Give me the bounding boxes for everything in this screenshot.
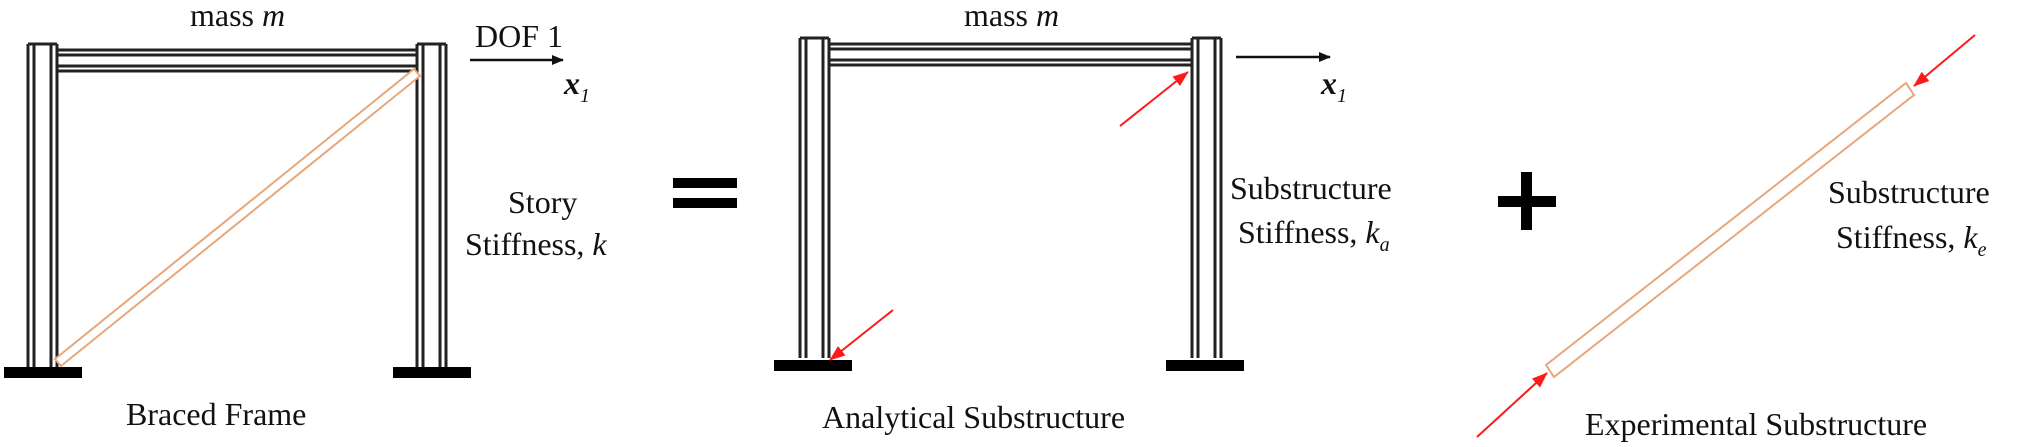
right-column [415, 42, 448, 368]
story-stiffness-label: Stiffness, k [465, 226, 607, 262]
diagonal-brace [53, 67, 422, 368]
force-arrow-bottom [829, 309, 894, 361]
analytical-left-base [774, 360, 852, 371]
analytical-stiffness-subscript: a [1380, 234, 1390, 256]
middle-mass-label: mass m [964, 0, 1059, 33]
experimental-stiffness-symbol: k [1963, 219, 1978, 255]
middle-displacement-label: x1 [1320, 65, 1347, 107]
analytical-beam [829, 42, 1192, 67]
experimental-stiffness-line1: Substructure [1828, 174, 1990, 210]
left-mass-label: mass m [190, 0, 285, 33]
middle-mass-symbol: m [1036, 0, 1059, 33]
left-mass-symbol: m [262, 0, 285, 33]
left-base [4, 367, 82, 378]
experimental-stiffness-prefix: Stiffness, [1836, 219, 1963, 255]
experimental-caption: Experimental Substructure [1585, 406, 1927, 442]
experimental-stiffness-line2: Stiffness, ke [1836, 219, 1987, 261]
left-x-subscript: 1 [580, 85, 590, 107]
left-x-symbol: x [563, 65, 580, 101]
force-arrow-top [1119, 71, 1189, 127]
analytical-left-column [798, 36, 831, 358]
experimental-stiffness-subscript: e [1978, 239, 1987, 261]
analytical-stiffness-line2: Stiffness, ka [1238, 214, 1390, 256]
experimental-brace [1544, 81, 1916, 379]
dof-label: DOF 1 [475, 18, 563, 54]
analytical-stiffness-symbol: k [1365, 214, 1380, 250]
analytical-stiffness-line1: Substructure [1230, 170, 1392, 206]
experimental-force-arrow-bottom [1476, 372, 1548, 438]
left-column [26, 42, 59, 368]
analytical-caption: Analytical Substructure [822, 399, 1125, 435]
analytical-stiffness-prefix: Stiffness, [1238, 214, 1365, 250]
braced-frame-caption: Braced Frame [126, 396, 306, 432]
left-displacement-label: x1 [563, 65, 590, 107]
experimental-substructure [1476, 34, 1976, 438]
equals-sign: = [673, 178, 737, 208]
middle-x-subscript: 1 [1337, 85, 1347, 107]
braced-frame [4, 42, 564, 378]
middle-x-symbol: x [1320, 65, 1337, 101]
story-label: Story [508, 184, 577, 220]
right-base [393, 367, 471, 378]
experimental-force-arrow-top [1913, 34, 1976, 87]
analytical-right-column [1190, 36, 1223, 358]
beam [57, 48, 417, 73]
analytical-frame [774, 36, 1331, 371]
story-stiffness-symbol: k [592, 226, 607, 262]
story-stiffness-prefix: Stiffness, [465, 226, 592, 262]
analytical-right-base [1166, 360, 1244, 371]
plus-sign: + [1498, 172, 1556, 230]
middle-mass-prefix: mass [964, 0, 1036, 33]
left-mass-prefix: mass [190, 0, 262, 33]
